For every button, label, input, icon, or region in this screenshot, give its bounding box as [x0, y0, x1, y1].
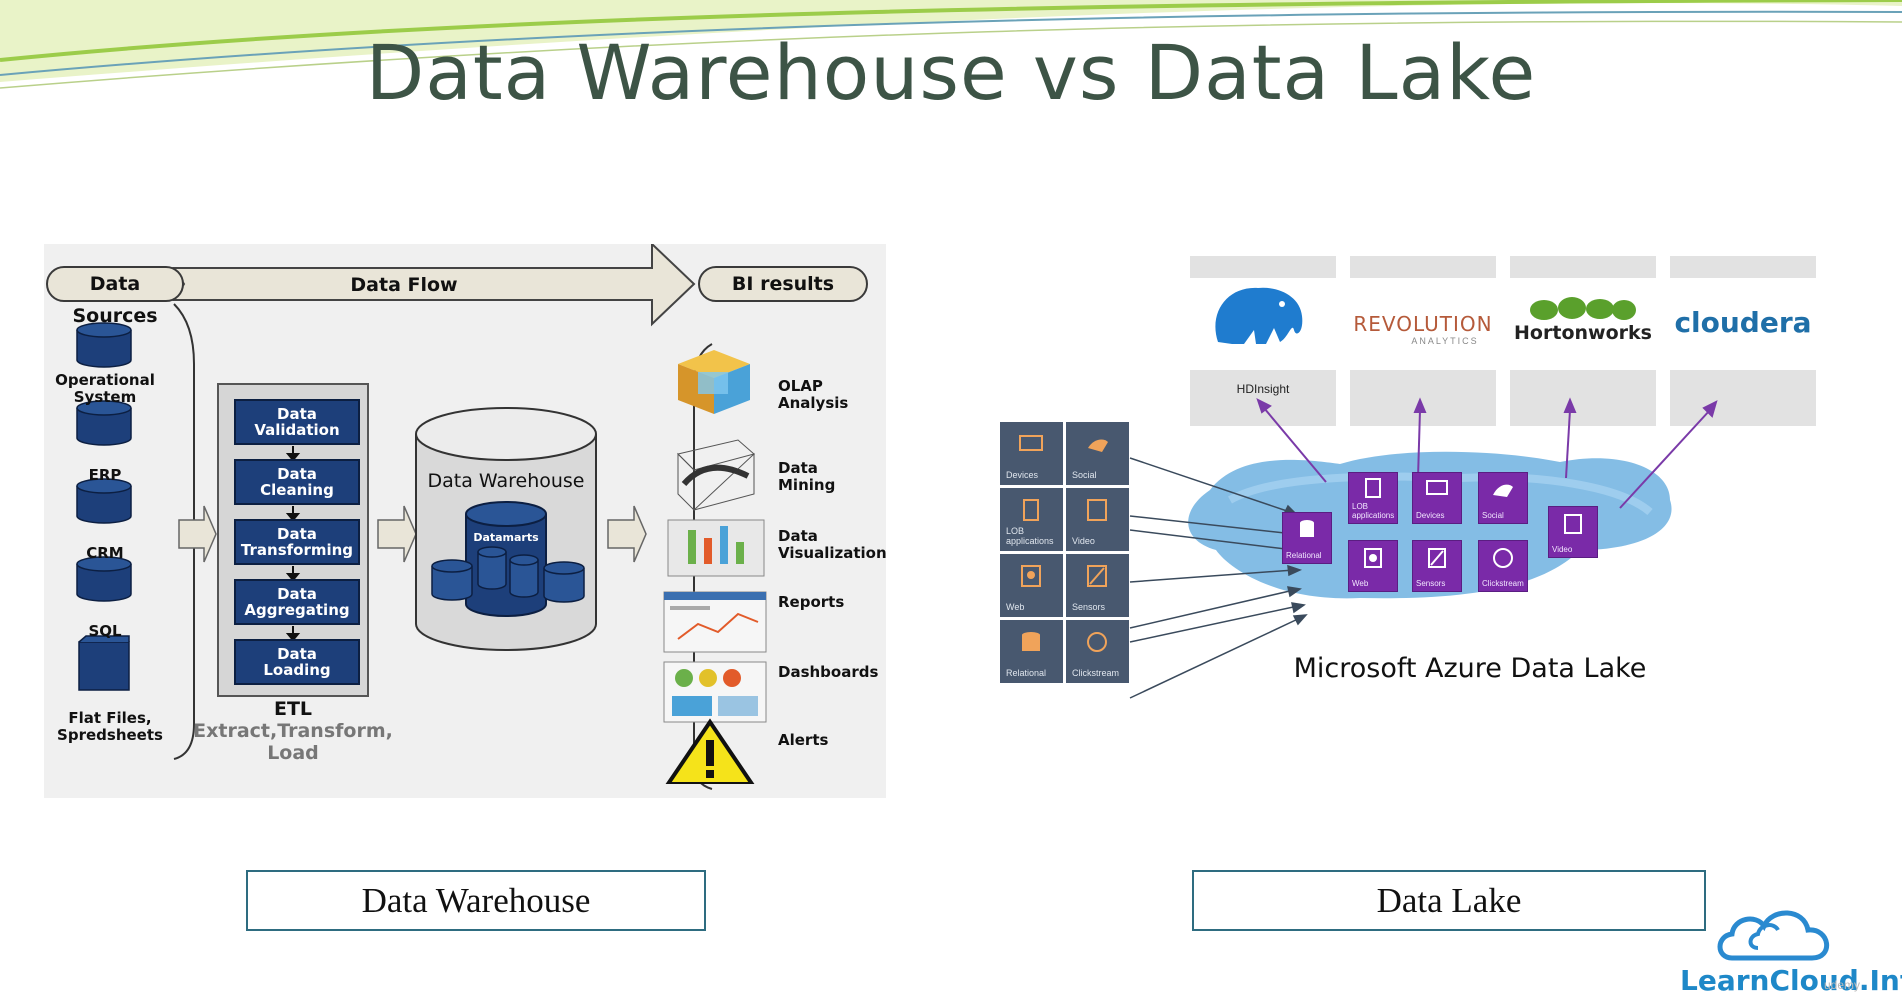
film-icon [1564, 514, 1582, 534]
database-icon [1300, 520, 1314, 537]
lake-tile-relational: Relational [1282, 512, 1332, 564]
database-icon [1022, 632, 1040, 651]
etl-step-validation: Data Validation [234, 399, 360, 445]
bi-reports: Reports [778, 593, 845, 611]
lake-tile-sensors: Sensors [1412, 540, 1462, 592]
reports-icon [663, 591, 767, 653]
lake-tile-devices: Devices [1412, 472, 1462, 524]
film-icon [1087, 499, 1107, 521]
lake-tile-video: Video [1548, 506, 1598, 558]
etl-step-loading: Data Loading [234, 639, 360, 685]
data-mining-icon [677, 439, 756, 512]
etl-step-cleaning: Data Cleaning [234, 459, 360, 505]
data-sources-oval: Data Sources [46, 266, 184, 327]
source-tile-web: Web [1000, 554, 1063, 617]
lake-tile-social: Social [1478, 472, 1528, 524]
source-sql: SQL [88, 622, 122, 640]
source-tile-devices: Devices [1000, 422, 1063, 485]
document-icon [1023, 499, 1039, 521]
cloudera-logo: cloudera [1674, 306, 1812, 339]
bi-icons [663, 350, 767, 784]
source-tile-relational: Relational [1000, 620, 1063, 683]
header-swoosh [0, 0, 1902, 89]
datamarts-label: Datamarts [473, 531, 539, 544]
hdinsight-label: HDInsight [1236, 382, 1290, 396]
source-operational: Operational System [55, 371, 155, 406]
bird-icon [1088, 439, 1108, 452]
web-search-icon [1364, 548, 1382, 568]
dashboards-icon [663, 661, 767, 723]
warehouse-label: Data Warehouse [427, 470, 585, 492]
source-tile-clickstream: Clickstream [1066, 620, 1129, 683]
source-cylinders [76, 322, 132, 691]
bi-olap: OLAP Analysis [778, 377, 849, 412]
learncloud-brand: LearnCloud.Info [1680, 964, 1902, 997]
hortonworks-elephants-icon [1530, 297, 1636, 320]
bi-dashboards: Dashboards [778, 663, 879, 681]
data-warehouse-diagram: Data Sources Data Flow BI results Operat… [44, 244, 887, 798]
data-lake-diagram: HDInsight REVOLUTION ANALYTICS Hortonwor… [980, 250, 1820, 700]
data-warehouse-caption: Data Warehouse [246, 870, 706, 931]
source-crm: CRM [86, 544, 124, 562]
etl-step-transforming: Data Transforming [234, 519, 360, 565]
sensor-icon [1428, 548, 1446, 568]
learncloud-cloud-icon [1717, 910, 1830, 961]
hdinsight-card: HDInsight [1190, 256, 1336, 426]
devices-icon [1019, 435, 1043, 451]
data-lake-caption: Data Lake [1192, 870, 1706, 931]
cloudera-card: cloudera [1670, 256, 1816, 426]
devices-icon [1426, 480, 1448, 495]
sensor-icon [1087, 565, 1107, 587]
bi-alerts: Alerts [778, 731, 829, 749]
bird-icon [1493, 484, 1513, 497]
clickstream-icon [1087, 632, 1107, 652]
etl-step-aggregating: Data Aggregating [234, 579, 360, 625]
udemy-watermark: udemy [1824, 978, 1861, 992]
azure-data-lake-label: Microsoft Azure Data Lake [1293, 653, 1647, 684]
olap-cube-icon [678, 350, 750, 414]
web-search-icon [1021, 565, 1041, 587]
hadoop-elephant-icon [1215, 287, 1303, 344]
source-tile-sensors: Sensors [1066, 554, 1129, 617]
data-flow-label: Data Flow [350, 274, 458, 296]
lake-tile-clickstream: Clickstream [1478, 540, 1528, 592]
etl-label: ETL [273, 698, 313, 720]
slide-title: Data Warehouse vs Data Lake [365, 28, 1537, 117]
source-tile-video: Video [1066, 488, 1129, 551]
lake-tile-lob: LOB applications [1348, 472, 1398, 524]
bi-visualization: Data Visualization [778, 527, 887, 562]
document-icon [1365, 478, 1381, 498]
lake-tile-web: Web [1348, 540, 1398, 592]
source-erp: ERP [88, 466, 122, 484]
revolution-sub: ANALYTICS [1411, 336, 1479, 346]
source-tile-lob: LOB applications [1000, 488, 1063, 551]
source-tile-social: Social [1066, 422, 1129, 485]
alert-icon [665, 718, 755, 784]
revolution-card: REVOLUTION ANALYTICS [1350, 256, 1496, 426]
revolution-logo: REVOLUTION [1353, 312, 1493, 336]
data-visualization-icon [667, 519, 765, 577]
hortonworks-logo: Hortonworks [1514, 322, 1652, 344]
bi-results-oval: BI results [698, 266, 868, 302]
bi-mining: Data Mining [778, 459, 836, 494]
hortonworks-card: Hortonworks [1510, 256, 1656, 426]
source-flat-files: Flat Files, Spredsheets [57, 709, 163, 744]
etl-subtitle: Extract,Transform, Load [193, 720, 393, 764]
clickstream-icon [1493, 548, 1513, 568]
